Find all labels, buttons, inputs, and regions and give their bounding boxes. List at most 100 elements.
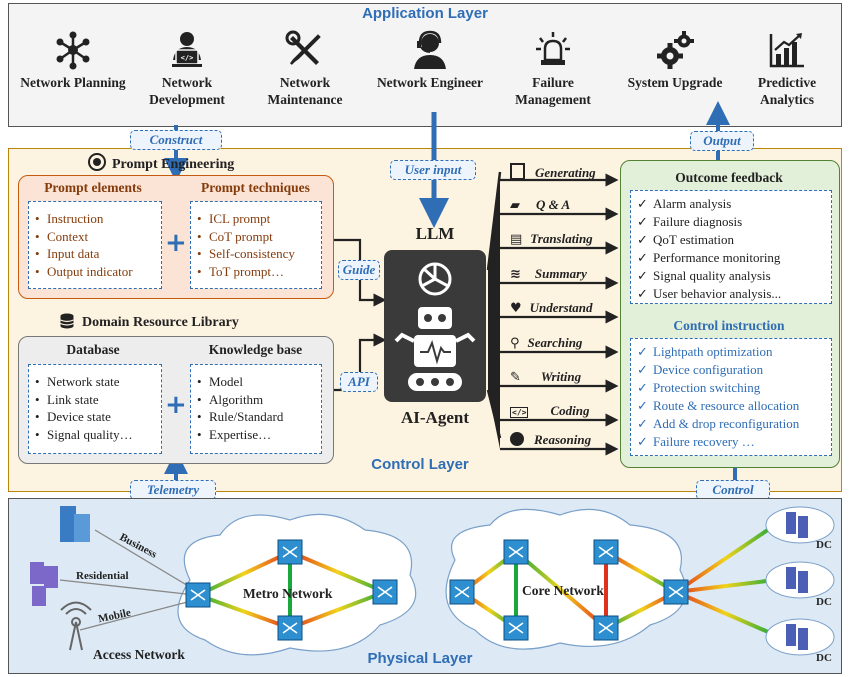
svg-text:</>: </> [181, 54, 194, 62]
list-item: ICL prompt [195, 210, 321, 228]
app-label: System Upgrade [627, 75, 723, 90]
brain-head-icon [510, 432, 524, 446]
app-label: Network Planning [20, 75, 126, 90]
optical-switches [185, 539, 689, 641]
app-label: Failure Management [515, 75, 591, 107]
application-layer-title: Application Layer [362, 5, 488, 22]
list-item: Input data [33, 245, 161, 263]
list-item: Instruction [33, 210, 161, 228]
target-icon [88, 153, 106, 171]
residential-label: Residential [76, 570, 129, 582]
list-item: Expertise… [195, 426, 321, 444]
access-network-label: Access Network [93, 647, 185, 662]
list-item: Network state [33, 373, 161, 391]
metro-cloud [177, 513, 417, 656]
list-item: Add & drop reconfiguration [635, 415, 831, 433]
list-item: Rule/Standard [195, 408, 321, 426]
app-predictive-analytics: Predictive Analytics [732, 30, 842, 108]
list-item: Signal quality analysis [635, 267, 831, 285]
database-title: Database [66, 342, 120, 357]
task-understand: ♥Understand [510, 300, 593, 316]
task-arrows [500, 173, 619, 456]
list-item: ToT prompt… [195, 263, 321, 281]
alarm-light-icon [536, 32, 570, 65]
building-icon [60, 506, 90, 542]
outcome-feedback-title: Outcome feedback [675, 170, 783, 185]
guide-tag: Guide [338, 260, 380, 280]
physical-layer-title: Physical Layer [367, 650, 473, 667]
app-system-upgrade: System Upgrade [620, 30, 730, 91]
llm-label: LLM [415, 224, 455, 243]
app-label: Network Development [149, 75, 225, 107]
app-failure-management: Failure Management [498, 30, 608, 108]
prompt-elements-title: Prompt elements [44, 180, 142, 195]
list-item: Failure diagnosis [635, 213, 831, 231]
list-item: Route & resource allocation [635, 397, 831, 415]
app-network-planning: Network Planning [18, 30, 128, 91]
wrench-screwdriver-icon [285, 30, 321, 65]
list-item: Performance monitoring [635, 249, 831, 267]
task-translating: ▤Translating [510, 231, 593, 247]
gears-icon [657, 31, 694, 69]
task-coding: </>Coding [510, 403, 590, 418]
task-writing: ✎Writing [510, 369, 582, 385]
list-item: Model [195, 373, 321, 391]
dc-label: DC [816, 539, 832, 551]
control-layer-title: Control Layer [371, 456, 469, 473]
developer-laptop-icon: </> [172, 32, 202, 67]
list-item: CoT prompt [195, 228, 321, 246]
robot-icon [394, 307, 476, 391]
server-icon [30, 562, 58, 606]
prompt-elements-box: Instruction Context Input data Output in… [28, 201, 162, 289]
list-item: Output indicator [33, 263, 161, 281]
task-searching: ⚲Searching [510, 335, 583, 351]
knowledge-base-box: Model Algorithm Rule/Standard Expertise… [190, 364, 322, 454]
app-label: Network Engineer [376, 75, 484, 90]
list-item: Self-consistency [195, 245, 321, 263]
chat-bubbles-icon: ▰ [510, 198, 520, 213]
list-item: Context [33, 228, 161, 246]
outcome-feedback-box: Alarm analysis Failure diagnosis QoT est… [630, 190, 832, 304]
prompt-engineering-title: Prompt Engineering [88, 153, 234, 173]
openai-logo-icon [418, 262, 452, 296]
domain-library-title: Domain Resource Library [60, 313, 239, 331]
list-item: Device state [33, 408, 161, 426]
construct-tag: Construct [130, 130, 222, 150]
task-reasoning: Reasoning [510, 432, 591, 448]
database-icon [60, 313, 74, 329]
knowledge-base-title: Knowledge base [208, 342, 303, 357]
list-item: Device configuration [635, 361, 831, 379]
physical-layer-panel [8, 498, 842, 674]
app-label: Network Maintenance [267, 75, 343, 107]
task-generating: Generating [510, 163, 596, 181]
task-qa: ▰Q & A [510, 197, 571, 213]
antenna-icon [60, 601, 92, 651]
code-window-icon: </> [510, 407, 529, 418]
metro-network-label: Metro Network [243, 586, 333, 601]
control-instruction-box: Lightpath optimization Device configurat… [630, 338, 832, 456]
control-instruction-title: Control instruction [673, 318, 785, 333]
list-item: User behavior analysis... [635, 285, 831, 303]
dc-label: DC [816, 652, 832, 664]
document-icon [510, 163, 525, 180]
list-item: Lightpath optimization [635, 343, 831, 361]
prompt-techniques-box: ICL prompt CoT prompt Self-consistency T… [190, 201, 322, 289]
core-network-label: Core Network [522, 583, 604, 598]
dc-label: DC [816, 596, 832, 608]
datacenter-icon [786, 512, 808, 650]
user-input-tag: User input [390, 160, 476, 180]
network-graph-icon [56, 31, 90, 70]
app-network-development: </> Network Development [132, 30, 242, 108]
database-box: Network state Link state Device state Si… [28, 364, 162, 454]
list-item: QoT estimation [635, 231, 831, 249]
app-label: Predictive Analytics [757, 75, 817, 107]
output-tag: Output [690, 131, 754, 151]
plus-icon: + [165, 390, 187, 420]
task-summary: ≋Summary [510, 266, 587, 282]
app-network-engineer: Network Engineer [375, 30, 485, 91]
list-item: Link state [33, 391, 161, 409]
search-icon: ⚲ [510, 336, 520, 351]
list-item: Protection switching [635, 379, 831, 397]
plus-icon: + [165, 228, 187, 258]
